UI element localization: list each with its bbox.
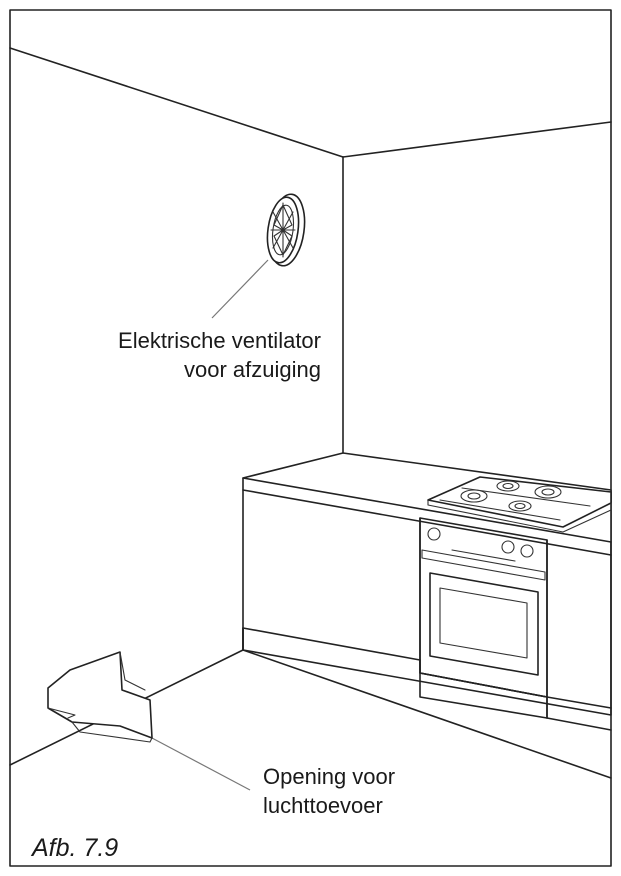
air-inlet-arrow-icon [47,651,153,743]
oven-knob [427,527,441,541]
fan-label: Elektrische ventilator voor afzuiging [118,326,321,384]
oven-knob [501,540,515,554]
oven-window [439,587,528,659]
air-inlet-leader-line [151,737,251,791]
oven-knob [520,544,534,558]
ceiling-left-edge [9,47,344,158]
air-inlet-label: Opening voor luchttoevoer [263,762,395,820]
air-inlet-label-line2: luchttoevoer [263,793,383,818]
fan-leader-line [211,259,269,319]
figure-caption: Afb. 7.9 [32,834,119,862]
room-walls [9,47,612,766]
air-inlet-label-line1: Opening voor [263,764,396,789]
gas-hob [427,476,612,533]
exhaust-fan-icon [266,193,306,267]
ceiling-right-edge [342,121,612,158]
fan-label-line1: Elektrische ventilator [118,328,321,353]
oven [419,517,548,698]
fan-label-line2: voor afzuiging [184,357,321,382]
oven-door [429,572,539,676]
oven-handle [421,549,546,581]
figure-frame [9,9,612,867]
